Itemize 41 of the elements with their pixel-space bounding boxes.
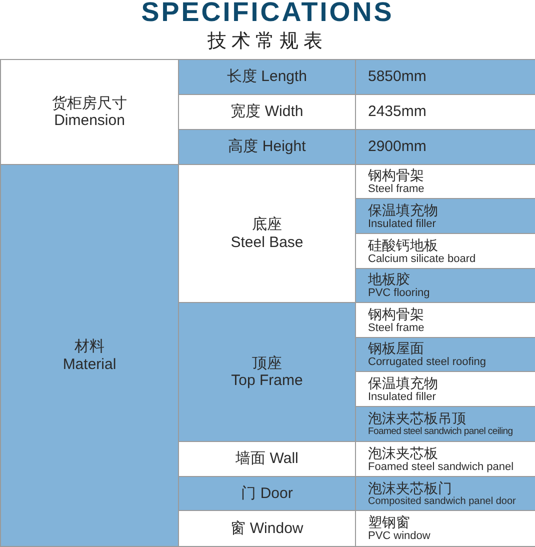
cell-text: Dimension <box>54 112 125 130</box>
cell-text: 顶座 <box>252 354 282 372</box>
cell-text: 2900mm <box>368 138 426 156</box>
cell-text: 泡沫夹芯板 <box>368 444 438 461</box>
cell-text: 窗 Window <box>230 520 304 538</box>
subtitle: 技术常规表 <box>206 30 328 54</box>
cell-text: 硅酸钙地板 <box>368 236 438 253</box>
cell-text: Insulated filler <box>368 218 436 230</box>
cell-text: PVC window <box>368 530 430 543</box>
cell-text: Foamed steel sandwich panel <box>368 460 514 474</box>
cell-text: 5850mm <box>368 68 426 86</box>
cell-text: Insulated filler <box>368 390 436 404</box>
cell-text: 钢板屋面 <box>368 340 424 356</box>
cell-text: 泡沫夹芯板吊顶 <box>368 410 466 427</box>
cell-text: Corrugated steel roofing <box>368 356 486 369</box>
cell-text: Steel frame <box>368 322 424 334</box>
cell-text: 长度 Length <box>226 68 308 86</box>
cell-text: 材料 <box>74 338 104 356</box>
cell-text: 保温填充物 <box>368 202 438 218</box>
cell-text: 泡沫夹芯板门 <box>368 480 452 496</box>
cell-text: PVC flooring <box>368 287 430 300</box>
cell-text: 宽度 Width <box>230 103 304 121</box>
cell-text: 2435mm <box>368 103 426 121</box>
cell-text: 钢构骨架 <box>368 167 424 184</box>
title: SPECIFICATIONS <box>140 0 395 28</box>
cell-text: Top Frame <box>231 372 303 390</box>
cell-text: Composited sandwich panel door <box>368 496 516 508</box>
cell-text: 高度 Height <box>228 138 306 156</box>
cell-text: 塑钢窗 <box>368 514 410 530</box>
cell-text: Steel frame <box>368 183 424 196</box>
cell-text: 保温填充物 <box>368 374 438 391</box>
cell-text: Material <box>62 356 116 373</box>
cell-text: 钢构骨架 <box>368 306 424 322</box>
cell-text: 底座 <box>252 216 282 234</box>
cell-text: Steel Base <box>230 234 304 251</box>
cell-text: 门 Door <box>241 484 293 502</box>
cell-text: Foamed steel sandwich panel ceiling <box>368 426 513 438</box>
cell-text: 墙面 Wall <box>236 450 298 468</box>
cell-text: 货柜房尺寸 <box>52 94 127 112</box>
cell-text: 地板胶 <box>368 271 410 288</box>
cell-text: Calcium silicate board <box>368 252 476 266</box>
